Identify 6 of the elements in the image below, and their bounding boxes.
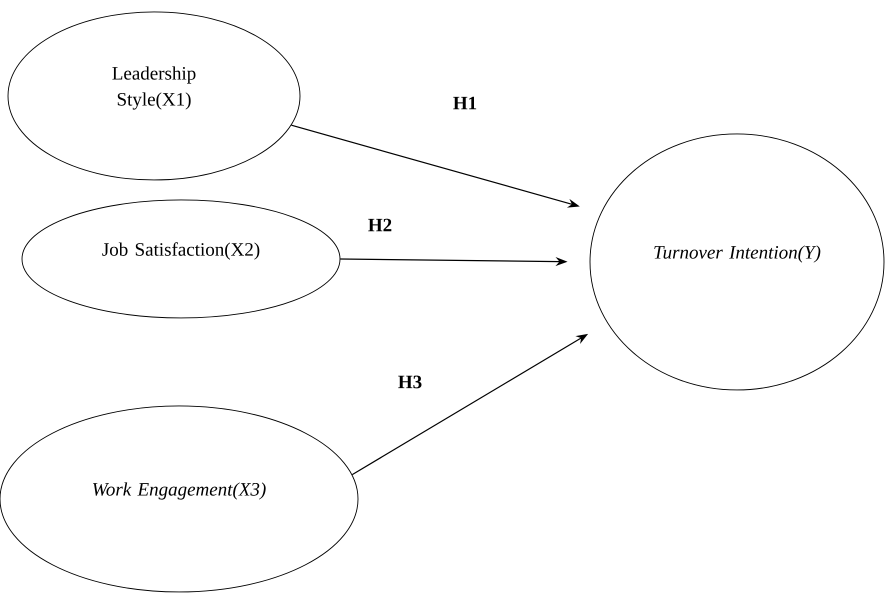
- edge-label: H3: [398, 376, 422, 388]
- ellipse-node: Turnover Intention(Y): [590, 134, 884, 390]
- ellipse-node: Leadership Style(X1): [8, 12, 300, 180]
- ellipse-node: Job Satisfaction(X2): [22, 200, 340, 318]
- edge-label: H1: [453, 96, 476, 110]
- edge-label: H2: [368, 218, 392, 232]
